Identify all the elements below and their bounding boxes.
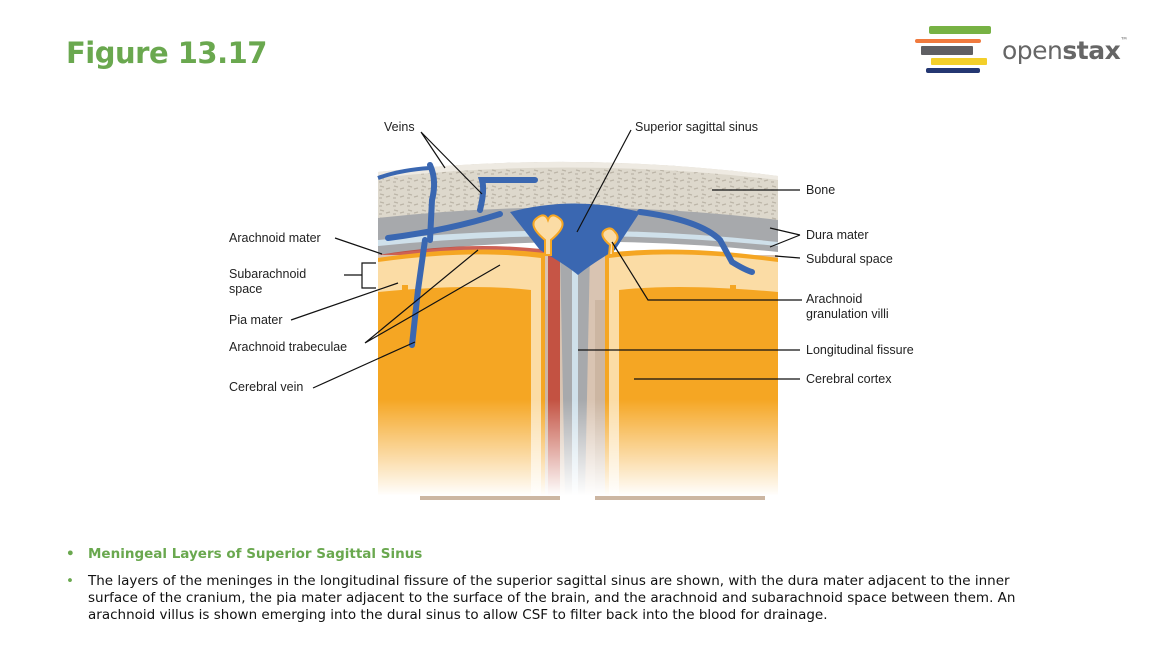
label-pia-mater: Pia mater [229, 313, 283, 327]
label-arachnoid-trabeculae: Arachnoid trabeculae [229, 340, 348, 354]
label-veins: Veins [384, 120, 415, 134]
label-bone: Bone [806, 183, 836, 197]
label-superior-sagittal-sinus: Superior sagittal sinus [635, 120, 758, 134]
leader-lines [290, 129, 802, 389]
label-longitudinal-fissure: Longitudinal fissure [806, 343, 914, 357]
openstax-wordmark: openstax™ [1002, 36, 1128, 65]
caption-bullets: •Meningeal Layers of Superior Sagittal S… [66, 546, 1036, 634]
label-dura-mater: Dura mater [806, 228, 869, 242]
label-arachnoid-mater: Arachnoid mater [229, 231, 321, 245]
openstax-stripes-icon [915, 26, 991, 73]
slide-title: Figure 13.17 [66, 36, 267, 70]
caption-body: •The layers of the meninges in the longi… [66, 573, 1016, 623]
label-cerebral-vein: Cerebral vein [229, 380, 304, 394]
label-cerebral-cortex: Cerebral cortex [806, 372, 892, 386]
label-subdural-space: Subdural space [806, 252, 893, 266]
caption-heading: •Meningeal Layers of Superior Sagittal S… [66, 546, 423, 562]
openstax-logo: openstax™ [914, 26, 1128, 76]
